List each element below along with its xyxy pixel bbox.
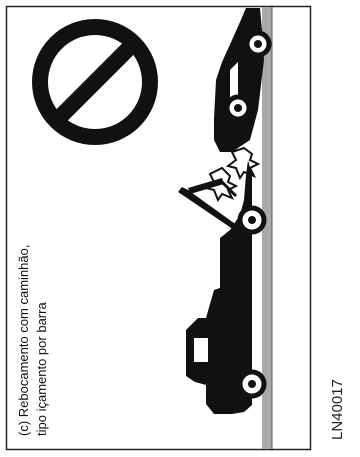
figure-code: LN40017: [329, 379, 346, 440]
tow-truck-icon: [178, 160, 264, 414]
car-icon: [214, 8, 269, 152]
prohibition-sign-icon: [40, 27, 150, 137]
caption-line-1: (c) Rebocamento com caminhão,: [16, 245, 31, 436]
caption-line-2: tipo içamento por barra: [34, 302, 49, 436]
